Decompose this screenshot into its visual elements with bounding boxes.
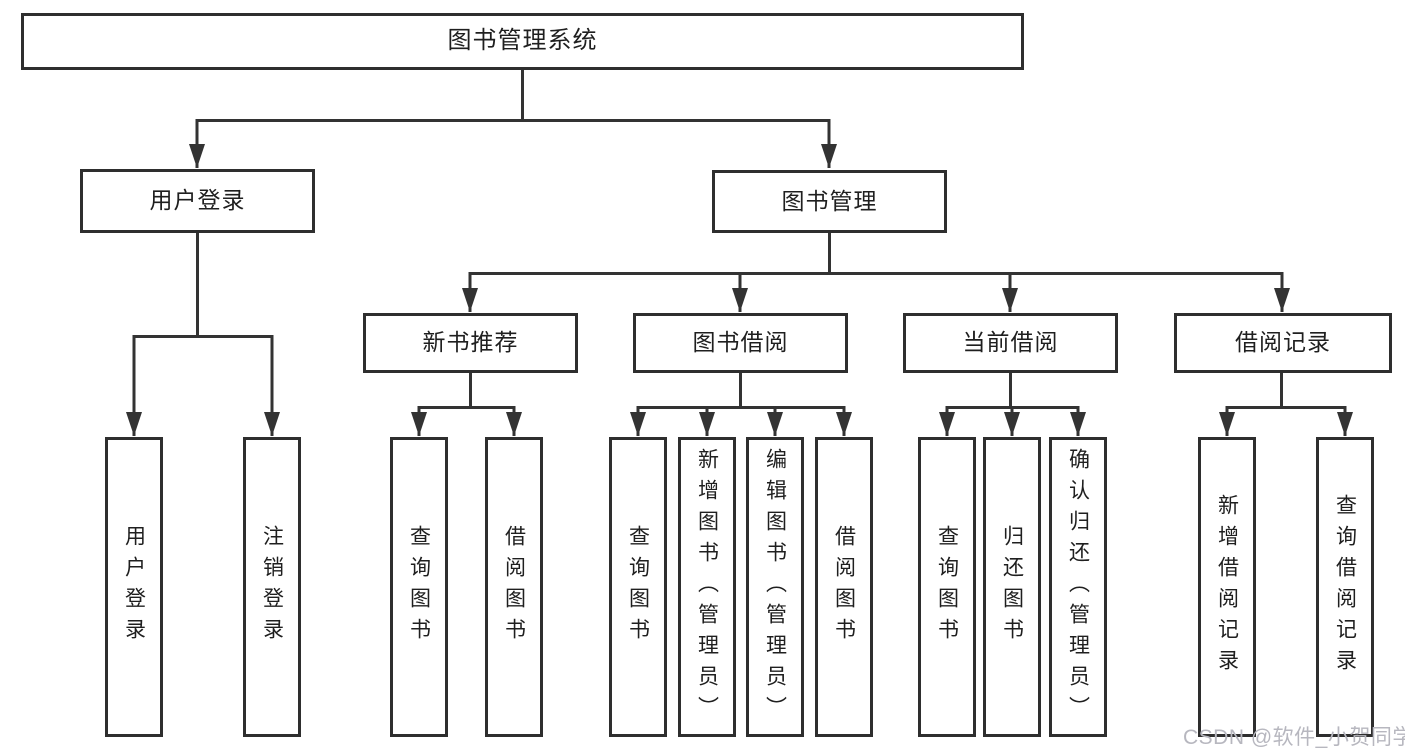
leaf-query-books-recommend: 查询图书	[390, 437, 448, 737]
node-new-book-recommend: 新书推荐	[363, 313, 578, 373]
leaf-query-books-borrow: 查询图书	[609, 437, 667, 737]
node-book-management: 图书管理	[712, 170, 947, 233]
leaf-confirm-return-admin: 确认归还（管理员）	[1049, 437, 1107, 737]
node-current-borrow: 当前借阅	[903, 313, 1118, 373]
leaf-logout: 注销登录	[243, 437, 301, 737]
leaf-query-borrow-record: 查询借阅记录	[1316, 437, 1374, 737]
leaf-return-book: 归还图书	[983, 437, 1041, 737]
leaf-edit-book-admin: 编辑图书（管理员）	[746, 437, 804, 737]
leaf-borrow-books-recommend: 借阅图书	[485, 437, 543, 737]
node-user-login: 用户登录	[80, 169, 315, 233]
leaf-user-login: 用户登录	[105, 437, 163, 737]
node-book-borrow: 图书借阅	[633, 313, 848, 373]
leaf-borrow-books: 借阅图书	[815, 437, 873, 737]
node-borrow-records: 借阅记录	[1174, 313, 1392, 373]
connector-lines	[126, 69, 1353, 436]
leaf-add-borrow-record: 新增借阅记录	[1198, 437, 1256, 737]
node-library-system: 图书管理系统	[21, 13, 1024, 70]
csdn-watermark: CSDN @软件_小贺同学	[1183, 726, 1405, 749]
leaf-add-book-admin: 新增图书（管理员）	[678, 437, 736, 737]
leaf-query-books-current: 查询图书	[918, 437, 976, 737]
